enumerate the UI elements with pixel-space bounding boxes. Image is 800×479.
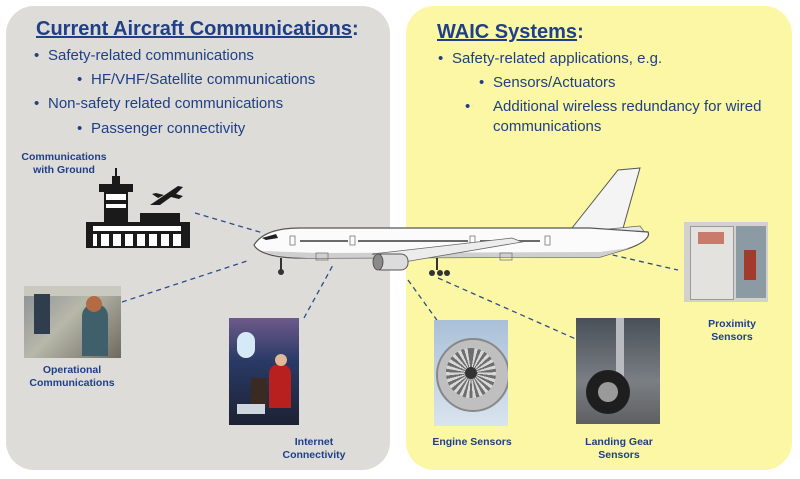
waic-title-colon: : [577,21,584,43]
list-item: • Safety-related applications, e.g. [438,49,662,69]
list-item: • Non-safety related communications [34,94,283,114]
list-item: • Passenger connectivity [77,119,245,139]
landing-gear-sensors-label: Landing Gear Sensors [585,436,653,461]
list-item: • Safety-related communications [34,46,254,66]
proximity-sensors-label: Proximity Sensors [708,318,756,343]
current-comms-title-colon: : [351,18,359,40]
engine-connector [407,279,445,331]
current-comms-title: Current Aircraft Communications: [36,18,359,41]
internet-connectivity-label: Internet Connectivity [282,436,346,461]
bullet-dot: • [479,74,485,91]
operational-comms-photo [24,286,121,358]
list-item-text: Passenger connectivity [91,120,246,137]
landing-gear-sensors-photo [576,318,660,424]
bullet-dot: • [34,47,40,64]
landing-connector [437,277,579,341]
list-item: • Sensors/Actuators [479,73,616,93]
bullet-dot: • [77,120,83,137]
bullet-dot: • [34,95,40,112]
list-item-text: Non-safety related communications [48,95,284,112]
waic-title-text: WAIC Systems [437,21,578,43]
list-item-text: HF/VHF/Satellite communications [91,71,316,88]
list-item-text: Safety-related applications, e.g. [452,50,663,67]
engine-sensors-label: Engine Sensors [432,436,512,448]
list-item-text: Additional wireless redundancy for wired… [493,98,762,135]
internet-connector [303,264,334,319]
bullet-dot: • [465,98,471,115]
ground-connector [194,212,264,234]
list-item-text: Sensors/Actuators [493,74,616,91]
operational-communications-label: Operational Communications [29,364,115,389]
list-item-text: Safety-related communications [48,47,254,64]
internet-connectivity-photo [229,318,299,425]
aircraft-illustration [253,167,650,276]
proximity-sensors-photo [684,222,768,302]
current-comms-title-text: Current Aircraft Communications [36,18,352,40]
bullet-dot: • [438,50,444,67]
list-item: • Additional wireless redundancy for wire… [465,97,768,137]
list-item: • HF/VHF/Satellite communications [77,70,315,90]
communications-with-ground-label: Communications with Ground [21,151,107,176]
bullet-dot: • [77,71,83,88]
operational-connector [121,259,251,303]
airport-tower-icon [86,168,190,248]
engine-sensors-photo [434,320,508,426]
waic-title: WAIC Systems: [437,21,584,44]
